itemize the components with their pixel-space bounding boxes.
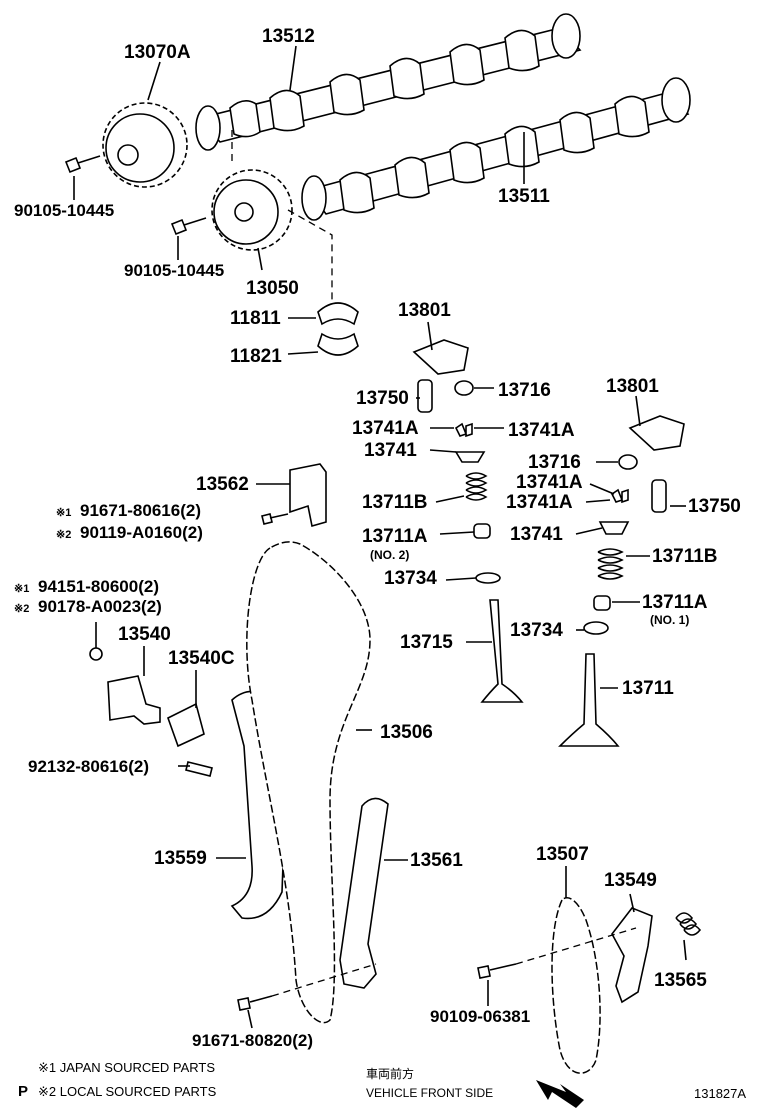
label-13750-right: 13750 — [688, 496, 741, 517]
mark-91671-80616: ※1 — [56, 507, 71, 519]
rocker-arm-13801-right — [628, 415, 685, 451]
label-13512: 13512 — [262, 26, 315, 47]
valve-retainer-13741-right — [598, 521, 630, 535]
label-13507: 13507 — [536, 844, 589, 865]
label-13711A-right: 13711A — [642, 592, 708, 613]
intake-camshaft-13512 — [195, 13, 582, 151]
label-13506: 13506 — [380, 722, 433, 743]
footnote-p: P — [18, 1083, 28, 1100]
bearing-11821 — [317, 332, 359, 356]
label-13716-left: 13716 — [498, 380, 551, 401]
valve-seal-13711A-right — [593, 595, 611, 611]
label-90105-upper: 90105-10445 — [14, 201, 114, 220]
footnote-local: ※2 LOCAL SOURCED PARTS — [38, 1084, 217, 1099]
label-13741-right: 13741 — [510, 524, 563, 545]
valve-key-13741A-right — [610, 488, 629, 504]
leader-lines — [73, 45, 687, 1029]
label-13741A-2: 13741A — [508, 420, 575, 441]
label-13711A-left: 13711A — [362, 526, 428, 547]
tensioner-spring-13565 — [675, 912, 702, 936]
label-13711B-left: 13711B — [362, 492, 428, 513]
valve-spring-13711B-left — [465, 472, 488, 501]
label-13540C: 13540C — [168, 648, 235, 669]
bolt-91671-80820 — [237, 997, 251, 1011]
label-13801-left: 13801 — [398, 300, 451, 321]
valve-spring-13711B-right — [597, 548, 624, 580]
vehicle-front-arrow — [536, 1080, 584, 1108]
lash-adjuster-13750-left — [417, 379, 433, 413]
label-13562: 13562 — [196, 474, 249, 495]
figure-id: 131827A — [694, 1086, 746, 1101]
exhaust-valve-13715 — [480, 599, 524, 703]
bolt-91671-80616 — [261, 513, 273, 525]
camshaft-timing-gear-13050 — [211, 169, 293, 251]
label-13741-left: 13741 — [364, 440, 417, 461]
label-11821: 11821 — [230, 346, 282, 367]
bolt-90105-lower — [170, 217, 207, 236]
camshaft-timing-gear-13070A — [102, 102, 188, 188]
label-11811: 11811 — [230, 308, 281, 329]
footnote-japan: ※1 JAPAN SOURCED PARTS — [38, 1060, 215, 1075]
bolt-90105-upper — [64, 155, 101, 174]
direction-en: VEHICLE FRONT SIDE — [366, 1086, 493, 1100]
label-94151: 94151-80600(2) — [38, 577, 159, 596]
spring-seat-13734-right — [583, 621, 609, 635]
label-13540: 13540 — [118, 624, 171, 645]
label-13801-right: 13801 — [606, 376, 659, 397]
timing-chain-13506 — [246, 541, 371, 1024]
label-13559: 13559 — [154, 848, 207, 869]
label-13716-right: 13716 — [528, 452, 581, 473]
valve-retainer-13741-left — [454, 451, 486, 463]
label-13070A: 13070A — [124, 42, 191, 63]
chain-guide-13562 — [289, 463, 327, 528]
nut-94151 — [89, 647, 103, 661]
label-13734-right: 13734 — [510, 620, 563, 641]
label-90109: 90109-06381 — [430, 1007, 530, 1026]
lash-adjuster-13750-right — [651, 479, 667, 513]
label-13050: 13050 — [246, 278, 299, 299]
spring-seat-13734-left — [475, 572, 501, 584]
bearing-11811 — [317, 302, 359, 326]
label-13750-left: 13750 — [356, 388, 409, 409]
label-13741A-1: 13741A — [352, 418, 419, 439]
label-90105-lower: 90105-10445 — [124, 261, 224, 280]
mark-94151: ※1 — [14, 583, 29, 595]
label-13565: 13565 — [654, 970, 707, 991]
valve-cap-13716-left — [454, 380, 474, 396]
label-13741A-3: 13741A — [516, 472, 583, 493]
label-13561: 13561 — [410, 850, 463, 871]
oil-pump-chain-13507 — [551, 897, 601, 1074]
label-92132: 92132-80616(2) — [28, 757, 149, 776]
tensioner-gasket-13540C — [167, 702, 205, 748]
label-13511: 13511 — [498, 186, 550, 207]
label-91671-80616: 91671-80616(2) — [80, 501, 201, 520]
direction-jp: 車両前方 — [366, 1066, 414, 1081]
mark-90178: ※2 — [14, 603, 29, 615]
chain-vibration-damper-13561 — [339, 797, 389, 989]
chain-tensioner-13540 — [107, 675, 161, 725]
label-no1: (NO. 1) — [650, 613, 689, 627]
chain-tensioner-lever-13549 — [611, 907, 653, 1004]
label-90119: 90119-A0160(2) — [80, 523, 203, 542]
label-91671-80820: 91671-80820(2) — [192, 1031, 313, 1050]
label-13734-left: 13734 — [384, 568, 437, 589]
label-13711B-right: 13711B — [652, 546, 718, 567]
label-13741A-4: 13741A — [506, 492, 573, 513]
label-13715: 13715 — [400, 632, 453, 653]
bolt-90109-06381 — [477, 965, 491, 979]
label-90178: 90178-A0023(2) — [38, 597, 162, 616]
valve-cap-13716-right — [618, 454, 638, 470]
stud-92132 — [185, 761, 213, 777]
mark-90119: ※2 — [56, 529, 71, 541]
exhaust-camshaft-13511 — [301, 77, 691, 221]
label-13549: 13549 — [604, 870, 657, 891]
valve-key-13741A-left — [454, 422, 473, 438]
label-no2: (NO. 2) — [370, 548, 409, 562]
intake-valve-13711 — [558, 653, 620, 747]
label-13711: 13711 — [622, 678, 674, 699]
valve-seal-13711A-left — [473, 523, 491, 539]
rocker-arm-13801-left — [412, 339, 469, 375]
